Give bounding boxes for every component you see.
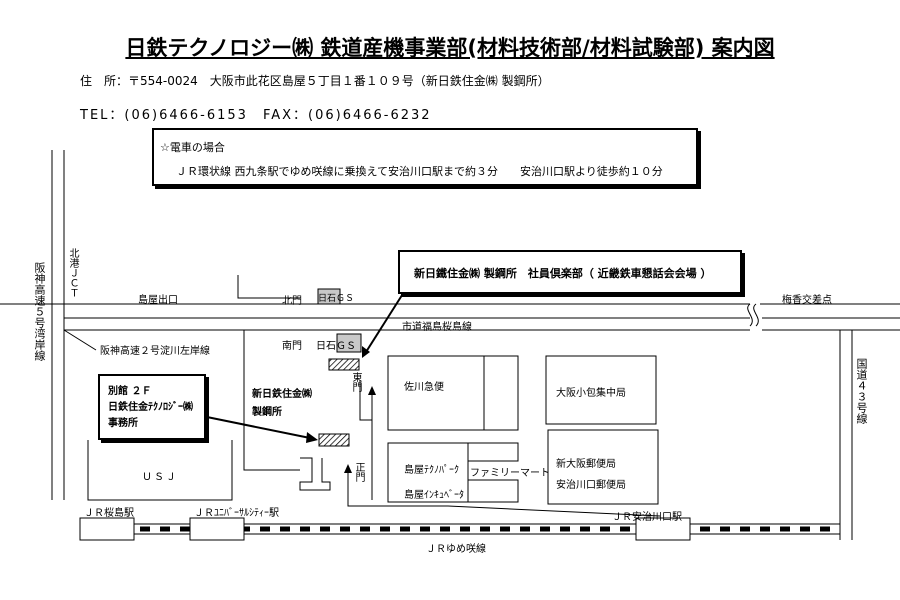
gs-south-box: [336, 333, 362, 353]
label-minamimon: 南門: [282, 341, 302, 352]
annex-line-1: 別館 ２Ｆ: [108, 386, 152, 397]
road-break-mark-2: [753, 303, 759, 327]
familymart-block: [467, 442, 519, 462]
tel-fax-text: TEL：(06)6466-6153 FAX：(06)6466-6232: [80, 108, 432, 123]
works-boundary-east: [359, 380, 372, 421]
label-kita-jct: 北港ＪＣＴ: [67, 248, 78, 298]
annex-callout-box: 別館 ２Ｆ 日鉄住金ﾃｸﾉﾛｼﾞｰ㈱ 事務所: [98, 374, 206, 440]
label-nssm-works: 新日鉄住金㈱ 製鋼所: [252, 389, 312, 418]
label-shin-osaka-post: 新大阪郵便局: [556, 459, 616, 470]
label-techno-park: 島屋ﾃｸﾉﾊﾟｰｸ: [404, 465, 459, 476]
north-block-outline: [237, 275, 300, 299]
label-shimaya-exit: 島屋出口: [138, 295, 178, 306]
label-jr-yumesaki: ＪＲゆめ咲線: [426, 544, 486, 555]
universal-station: [189, 517, 245, 541]
train-info-heading: ☆電車の場合: [160, 141, 225, 154]
label-jr-universal: ＪＲﾕﾆﾊﾞｰｻﾙｼﾃｨｰ駅: [194, 508, 279, 519]
club-callout-box: 新日鐵住金㈱ 製鋼所 社員倶楽部（ 近畿鉄車懇話会会場 ）: [398, 250, 742, 294]
techno-park-block: [387, 442, 469, 503]
club-pointer: [365, 291, 405, 353]
address-text: 住 所：〒554-0024 大阪市此花区島屋５丁目１番１０９号（新日鉄住金㈱ 製…: [80, 74, 550, 88]
club-callout-text: 新日鐵住金㈱ 製鋼所 社員倶楽部（ 近畿鉄車懇話会会場 ）: [414, 267, 712, 280]
label-higashimon: 東門: [350, 372, 361, 392]
walk-route-main: [347, 470, 661, 517]
label-ajikawa-post: 安治川口郵便局: [556, 480, 626, 491]
club-pointer-head: [362, 346, 370, 358]
label-hanshin-wangan: 阪神高速５号湾岸線: [33, 262, 46, 361]
label-umeka-crossing: 梅香交差点: [782, 295, 832, 306]
label-jr-sakurajima: ＪＲ桜島駅: [84, 508, 134, 519]
page-title: 日鉄テクノロジー㈱ 鉄道産機事業部(材料技術部/材料試験部) 案内図: [125, 36, 775, 60]
label-familymart: ファミリーマート: [470, 468, 550, 479]
annex-line-2: 日鉄住金ﾃｸﾉﾛｼﾞｰ㈱: [108, 402, 193, 413]
ajikawaguchi-station: [635, 517, 691, 541]
label-city-road: 市道福島桜島線: [402, 322, 472, 333]
walk-arrow-up: [368, 386, 376, 395]
label-gs-north: 日石ＧＳ: [318, 294, 355, 304]
main-gate-shape: [299, 457, 331, 491]
label-hanshin-yodogawa: 阪神高速２号淀川左岸線: [100, 346, 210, 357]
label-seimon: 正門: [353, 462, 364, 482]
incubator-block: [467, 479, 519, 503]
post-center-block: [545, 355, 657, 425]
club-building: [328, 358, 360, 371]
annex-pointer: [201, 415, 311, 439]
shin-osaka-post-block: [547, 429, 659, 505]
label-sagawa: 佐川急便: [404, 382, 444, 393]
label-jr-ajikawaguchi: ＪＲ安治川口駅: [612, 512, 682, 523]
train-info-route: ＪＲ環状線 西九条駅でゆめ咲線に乗換えて安治川口駅まで約３分 安治川口駅より徒歩…: [176, 165, 663, 178]
label-usj: ＵＳＪ: [142, 472, 178, 483]
label-kitamon: 北門: [282, 296, 302, 307]
label-gs-south: 日石ＧＳ: [316, 341, 356, 352]
road-break-mark: [747, 303, 753, 327]
annex-building: [318, 433, 350, 447]
label-route43: 国道４３号線: [855, 358, 868, 424]
gs-north-box: [317, 288, 341, 305]
train-info-box: ☆電車の場合 ＪＲ環状線 西九条駅でゆめ咲線に乗換えて安治川口駅まで約３分 安治…: [152, 128, 698, 186]
annex-pointer-head: [306, 432, 318, 443]
works-boundary-west: [243, 330, 300, 471]
sakurajima-station: [79, 517, 135, 541]
label-post-center: 大阪小包集中局: [556, 388, 626, 399]
usj-block: [87, 440, 233, 501]
sagawa-block: [387, 355, 519, 431]
walk-arrow-gate: [344, 464, 352, 473]
label-incubator: 島屋ｲﾝｷｭﾍﾞｰﾀ: [404, 490, 464, 501]
yodogawa-expressway: [63, 329, 97, 351]
annex-line-3: 事務所: [108, 418, 138, 429]
